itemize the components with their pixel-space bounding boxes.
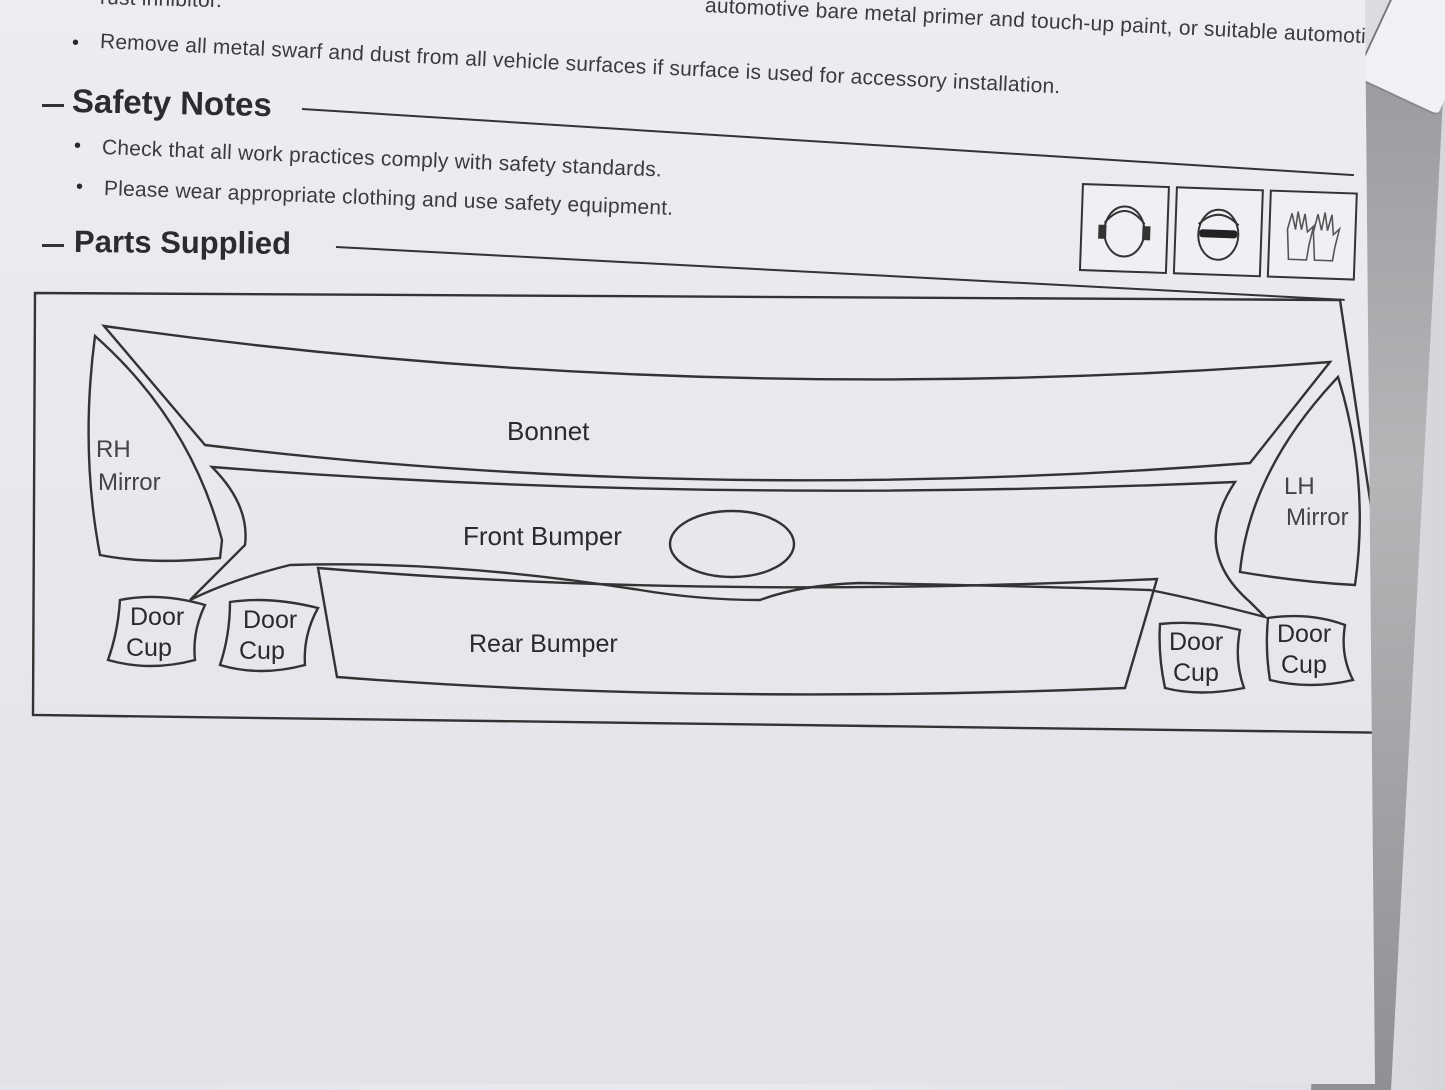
- door-cup-shape: [106, 595, 207, 668]
- door-cup-label: Door: [130, 603, 184, 631]
- ear-protection-icon: [1078, 183, 1170, 275]
- heading-dash: [42, 244, 64, 247]
- safety-glasses-icon: [1172, 186, 1264, 278]
- gloves-icon: [1266, 189, 1358, 281]
- instruction-sheet: rust inhibitor. automotive bare metal pr…: [0, 0, 1375, 1084]
- front-bumper-label: Front Bumper: [463, 521, 622, 551]
- rh-mirror-label: Mirror: [98, 469, 161, 496]
- bullet-dot: •: [72, 32, 80, 54]
- door-cup-label: Cup: [1281, 651, 1327, 679]
- door-cup-label: Door: [1169, 628, 1223, 656]
- door-cup-shape: [1158, 621, 1246, 694]
- ppe-icons: [1078, 183, 1358, 281]
- parts-frame: [31, 291, 1375, 735]
- bonnet-label: Bonnet: [507, 416, 590, 446]
- rh-mirror-shape: [87, 333, 224, 563]
- heading-dash: [42, 104, 64, 107]
- lh-mirror-label: LH: [1284, 473, 1315, 500]
- lh-mirror-shape: [1238, 374, 1361, 587]
- door-cup-label: Door: [1277, 620, 1331, 648]
- lh-mirror-label: Mirror: [1286, 504, 1349, 531]
- rh-mirror-label: RH: [96, 436, 131, 463]
- bonnet-shape: [101, 324, 1333, 482]
- rear-bumper-shape: [316, 566, 1159, 696]
- door-cup-label: Cup: [239, 637, 285, 665]
- front-bumper-cutout: [668, 509, 796, 579]
- door-cup-shape: [218, 598, 320, 673]
- door-cup-shape: [1265, 614, 1355, 687]
- bullet-dot: •: [74, 135, 82, 157]
- rear-bumper-label: Rear Bumper: [469, 630, 618, 658]
- bullet-dot: •: [76, 176, 84, 198]
- door-cup-label: Door: [243, 606, 297, 634]
- door-cup-label: Cup: [126, 634, 172, 662]
- front-bumper-shape: [189, 465, 1269, 620]
- door-cup-label: Cup: [1173, 659, 1219, 687]
